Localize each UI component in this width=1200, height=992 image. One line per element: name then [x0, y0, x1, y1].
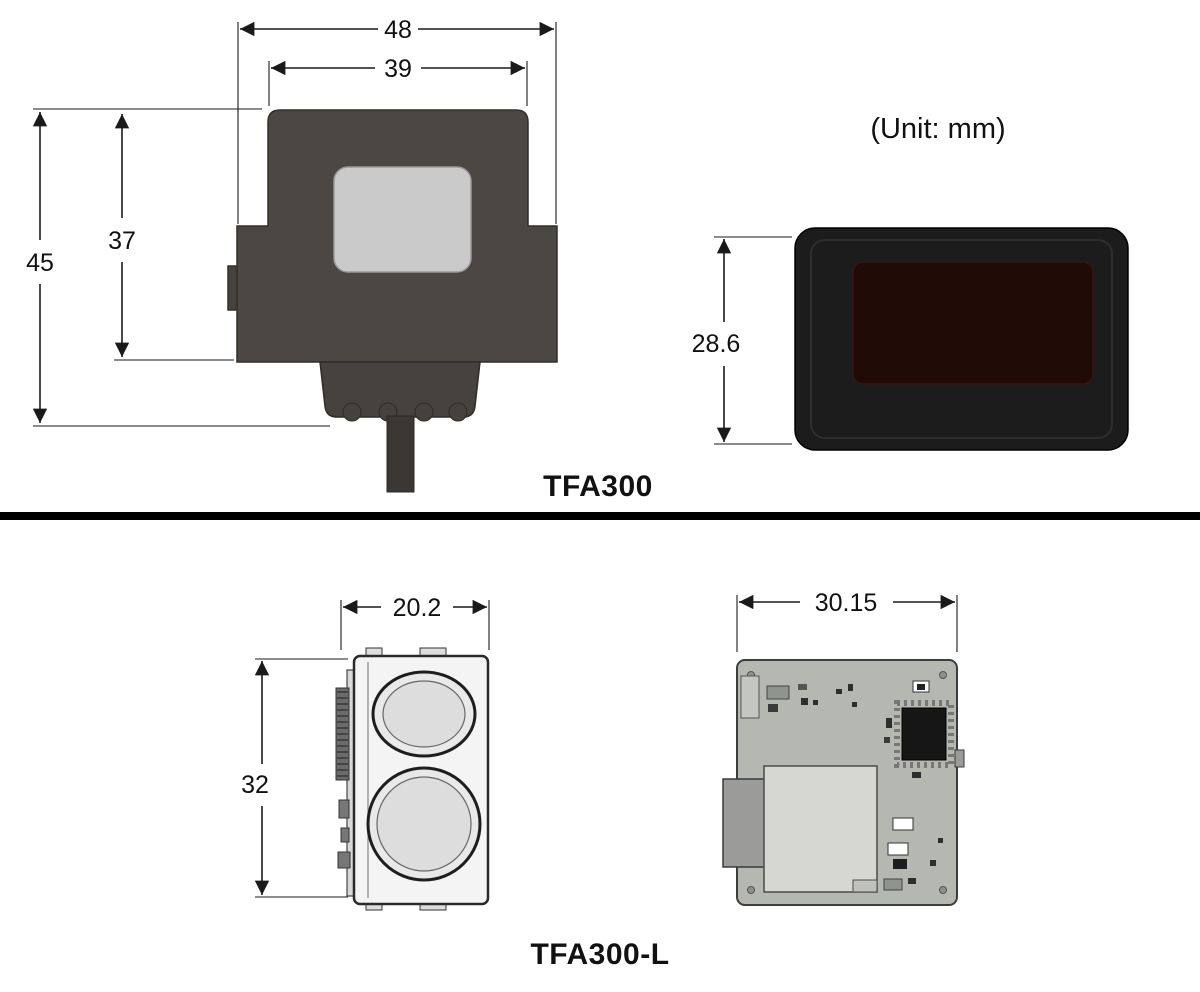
cable — [386, 415, 415, 493]
dim-side-height-286: 28.6 — [692, 236, 792, 445]
tfa300-side-view — [794, 227, 1129, 451]
dim-label-39: 39 — [384, 55, 412, 83]
module-notch — [852, 879, 878, 893]
transmit-lens — [371, 670, 477, 758]
dim-inner-height-37: 37 — [108, 114, 234, 361]
dim-inner-width-39: 39 — [268, 55, 528, 106]
tfa300l-side-view — [335, 647, 490, 911]
board-connector — [722, 778, 766, 868]
dim-label-32: 32 — [241, 771, 269, 799]
dim-label-202: 20.2 — [393, 594, 442, 622]
connector-pins — [337, 691, 348, 777]
tfa300l-board-view — [722, 659, 965, 906]
lens-module-back — [763, 765, 878, 893]
smd-components — [740, 675, 965, 891]
ic-pins — [894, 700, 954, 768]
ir-window — [852, 261, 1094, 385]
lens-window — [333, 166, 472, 273]
tfa300-front-view — [227, 109, 558, 493]
dim-label-48: 48 — [384, 16, 412, 44]
unit-note: (Unit: mm) — [870, 113, 1005, 145]
ic-chip — [894, 700, 954, 768]
product-label-tfa300l: TFA300-L — [530, 938, 669, 971]
dim-label-45: 45 — [26, 249, 54, 277]
ic-body — [901, 707, 947, 761]
dim-module-width-202: 20.2 — [340, 594, 490, 650]
dim-outer-height-45: 45 — [26, 108, 330, 427]
product-label-tfa300: TFA300 — [543, 470, 653, 503]
dim-outer-width-48: 48 — [237, 16, 557, 224]
dim-label-37: 37 — [108, 227, 136, 255]
section-divider — [0, 512, 1200, 520]
dim-module-height-32: 32 — [241, 658, 348, 898]
dim-label-286: 28.6 — [692, 330, 741, 358]
receive-lens — [366, 766, 482, 882]
dim-label-3015: 30.15 — [815, 589, 878, 617]
enclosure-bezel — [810, 239, 1113, 439]
dim-board-width-3015: 30.15 — [736, 589, 958, 652]
